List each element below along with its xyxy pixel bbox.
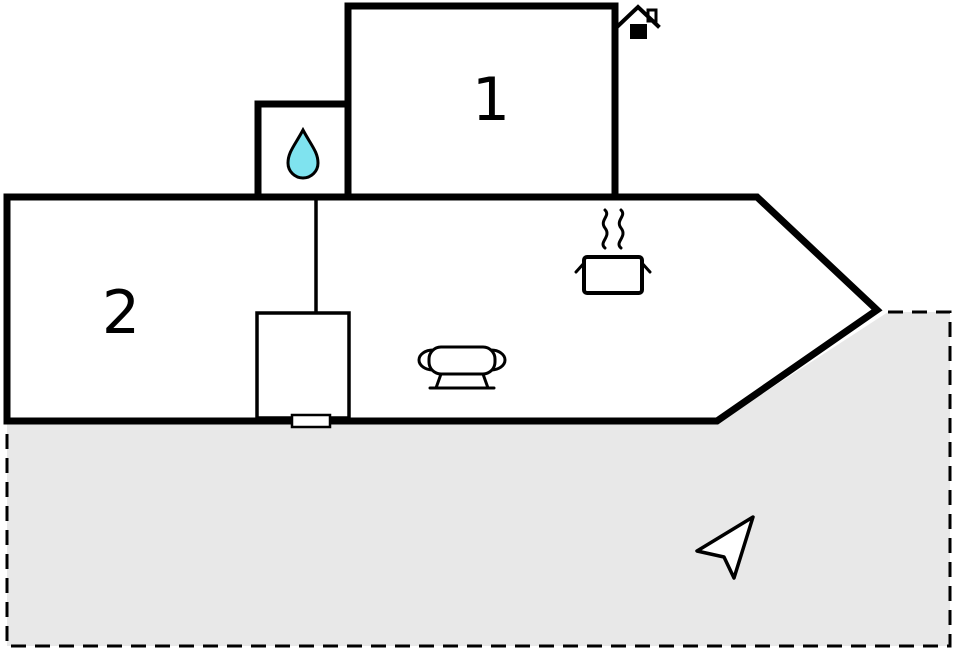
- house-icon: [615, 4, 661, 39]
- main-floor-outline: [3, 193, 883, 425]
- interior-room-outline: [255, 311, 351, 420]
- north-arrow-icon: [695, 515, 755, 580]
- room-2-label: 2: [102, 278, 140, 348]
- terrace-dashed-border: [5, 310, 952, 648]
- steam-icon: [601, 208, 609, 250]
- water-drop-icon: [286, 126, 320, 180]
- sofa-body: [427, 345, 497, 376]
- pot-body: [582, 255, 644, 295]
- room-1-label: 1: [472, 65, 510, 135]
- terrace-area: [7, 312, 950, 646]
- door-icon: [290, 413, 332, 429]
- house-roof: [615, 4, 661, 29]
- room-1-outline: [344, 2, 619, 201]
- house-body: [630, 24, 647, 39]
- cooking-pot-icon: [574, 208, 652, 295]
- sofa-base: [428, 372, 496, 390]
- sofa-icon: [417, 345, 507, 390]
- steam-icon: [617, 208, 625, 250]
